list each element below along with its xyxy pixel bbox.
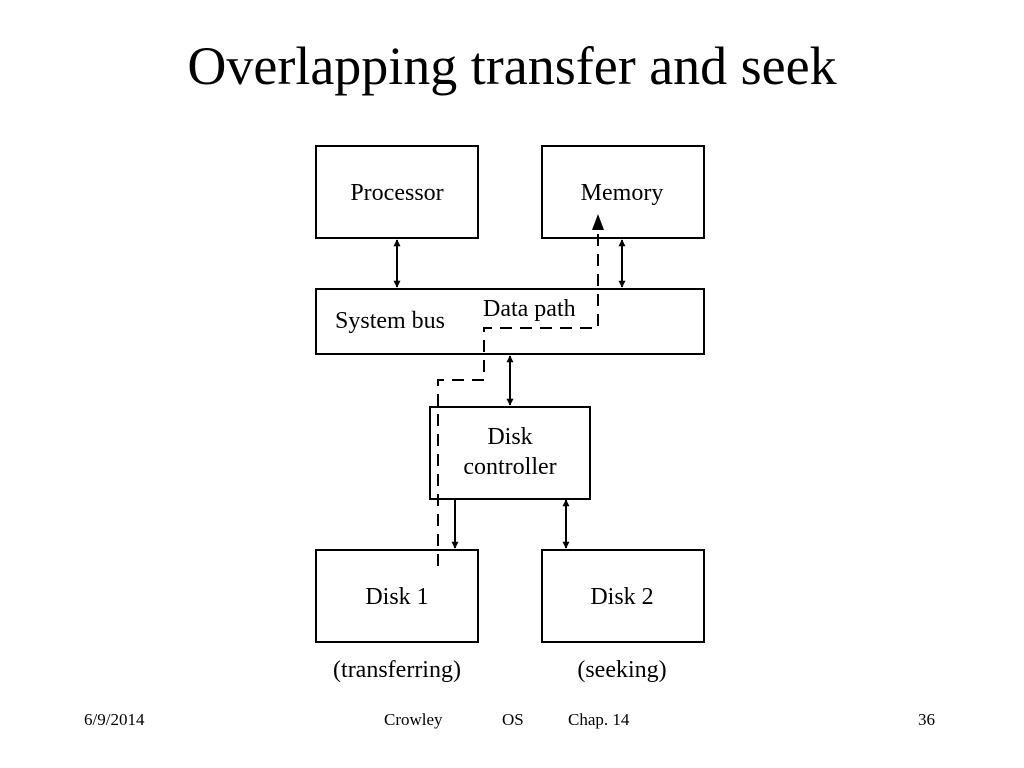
- footer-chapter: Chap. 14: [568, 710, 630, 729]
- disk2-label: Disk 2: [590, 584, 653, 610]
- memory-box: [541, 145, 705, 239]
- disk1-label: Disk 1: [365, 584, 428, 610]
- footer-page-number: 36: [918, 710, 935, 729]
- slide-title: Overlapping transfer and seek: [187, 36, 837, 96]
- disk2-status: (seeking): [577, 657, 666, 683]
- processor-label: Processor: [350, 180, 443, 206]
- disk-controller-label-line2: controller: [463, 454, 556, 480]
- memory-label: Memory: [581, 180, 664, 206]
- disk-controller-box: [429, 406, 591, 500]
- footer-author: Crowley: [384, 710, 443, 729]
- disk1-box: [315, 549, 479, 643]
- data-path-label: Data path: [483, 296, 576, 322]
- system-bus-label: System bus: [335, 308, 445, 334]
- footer-date: 6/9/2014: [84, 710, 145, 729]
- disk2-box: [541, 549, 705, 643]
- data-path-line: [437, 218, 599, 566]
- disk1-status: (transferring): [333, 657, 461, 683]
- footer-course: OS: [502, 710, 524, 729]
- processor-box: [315, 145, 479, 239]
- system-bus-box: [315, 288, 705, 355]
- disk-controller-label-line1: Disk: [487, 424, 532, 450]
- data-path-arrowhead: [592, 214, 604, 230]
